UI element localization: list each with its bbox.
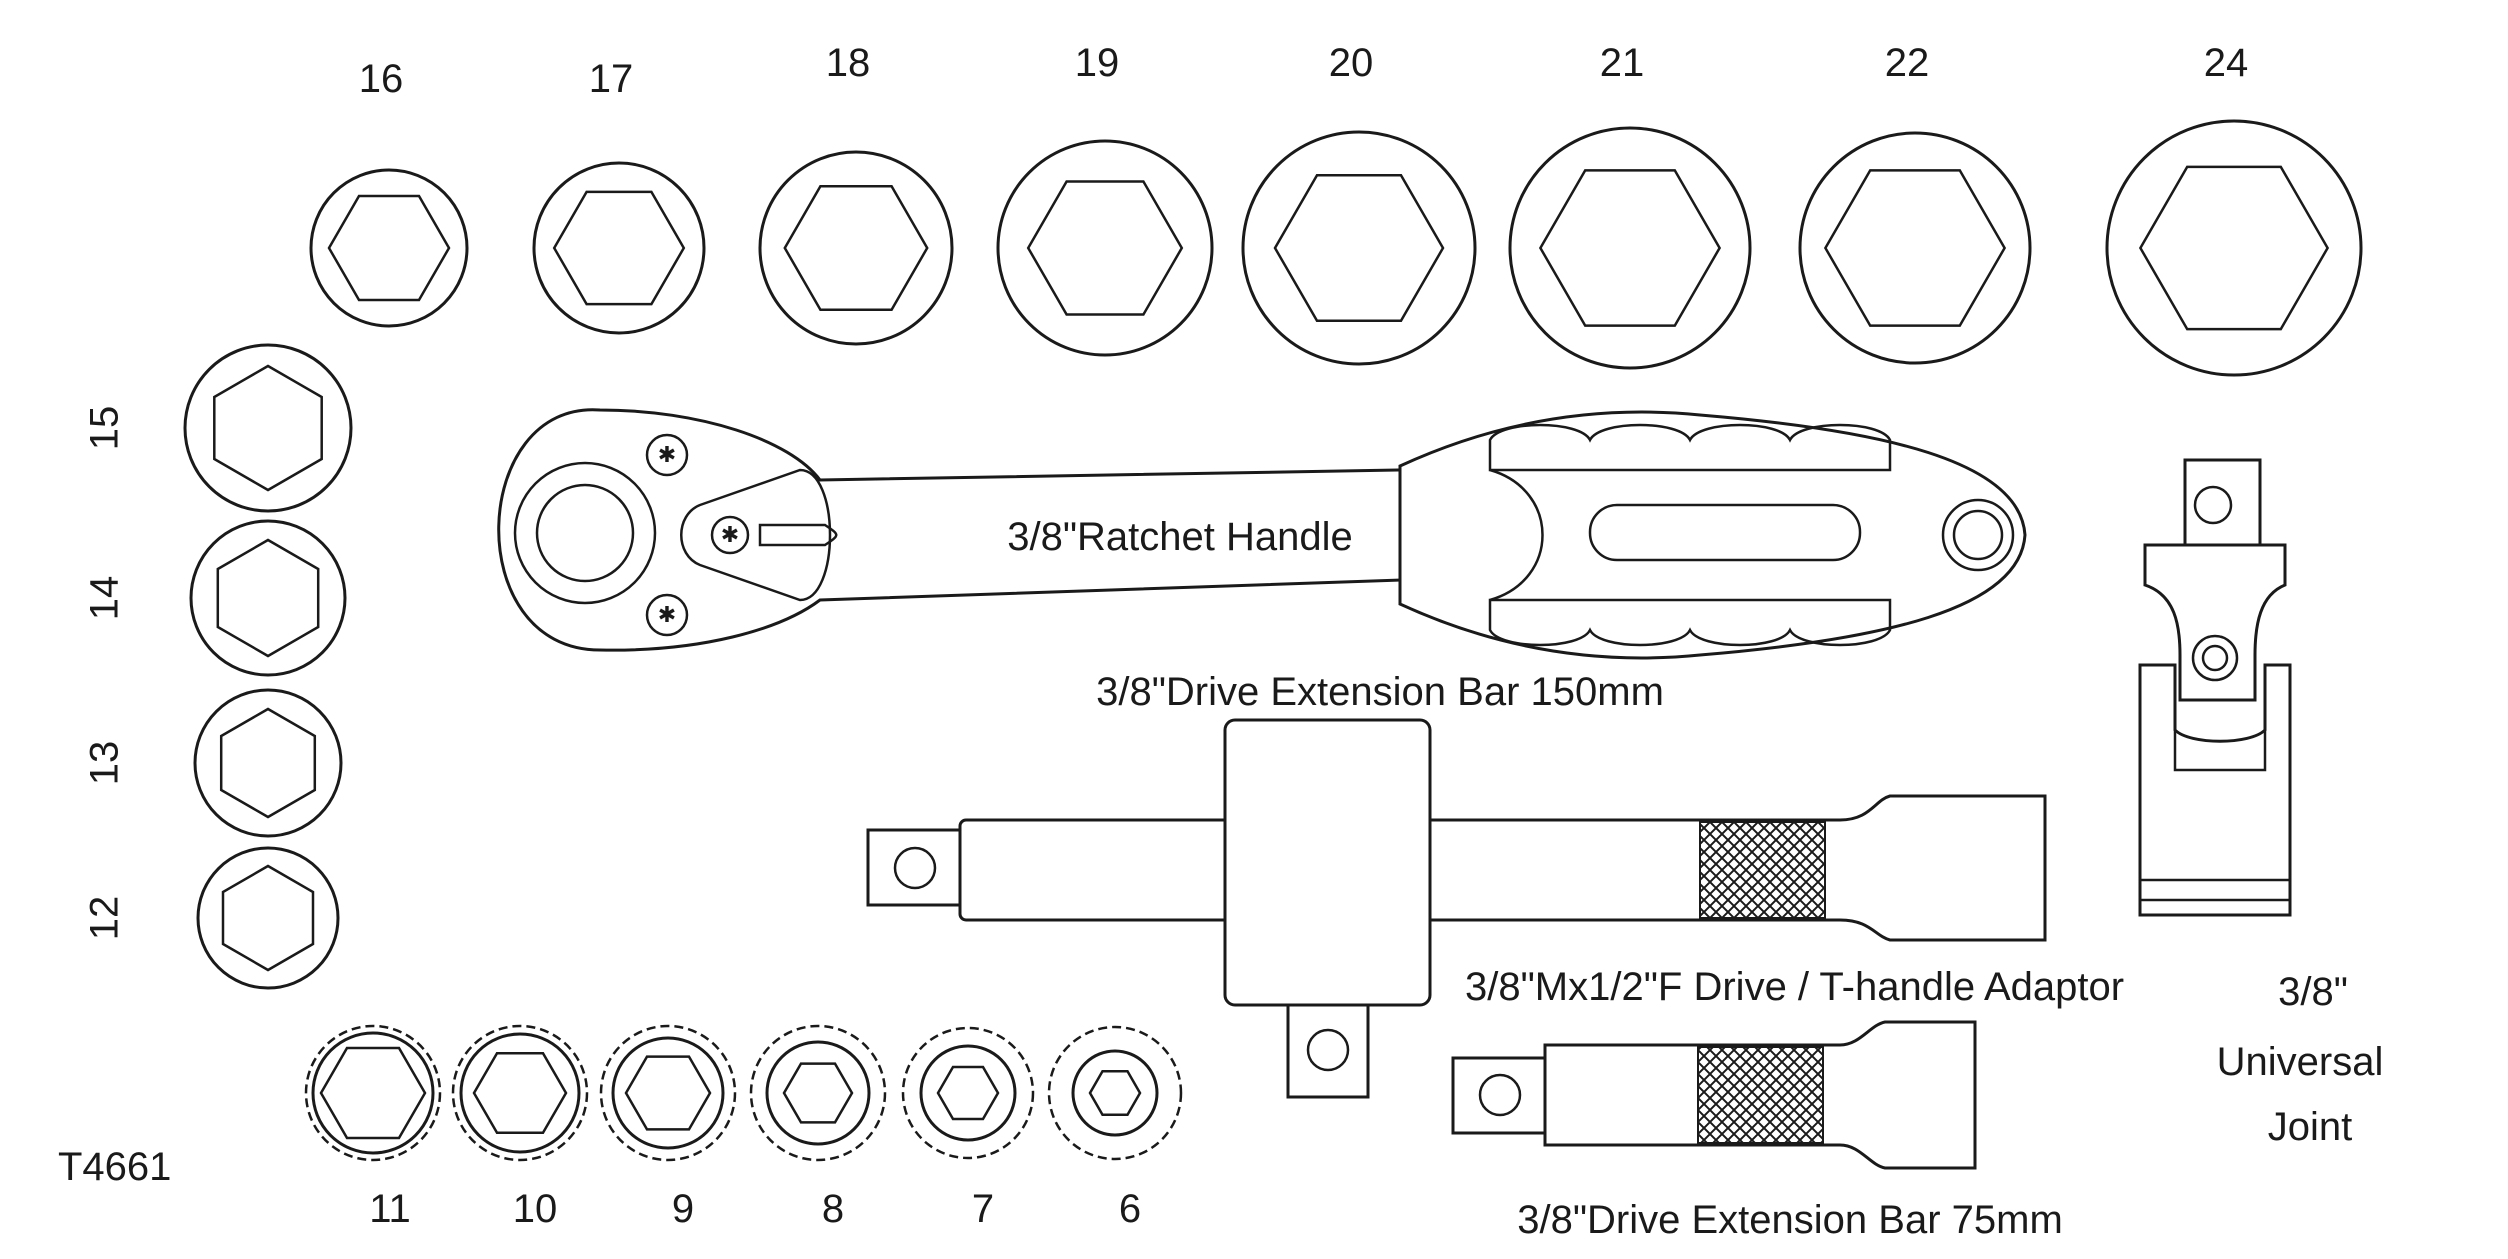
- socket-size-label: 15: [83, 406, 127, 451]
- socket-19: 19: [996, 41, 1214, 357]
- socket-size-label: 12: [83, 896, 127, 941]
- socket-size-label: 8: [822, 1187, 844, 1231]
- svg-text:✱: ✱: [658, 602, 676, 627]
- socket-16: 16: [309, 57, 469, 328]
- adaptor: [1223, 718, 1432, 1099]
- hex-opening: [219, 707, 317, 819]
- hex-opening: [213, 364, 323, 492]
- socket-8: 8: [749, 1024, 887, 1231]
- svg-text:✱: ✱: [658, 442, 676, 467]
- universal-joint: [2138, 458, 2292, 917]
- socket-body: [311, 1031, 435, 1155]
- hex-opening: [1026, 180, 1184, 316]
- socket-size-label: 22: [1885, 41, 1930, 85]
- socket-body: [196, 846, 340, 990]
- socket-15: 15: [83, 343, 353, 513]
- ratchet-handle: ✱ ✱ ✱: [497, 408, 2027, 660]
- hex-opening: [472, 1051, 568, 1135]
- socket-size-label: 9: [672, 1187, 694, 1231]
- socket-body: [1798, 131, 2032, 365]
- socket-13: 13: [83, 688, 343, 838]
- socket-size-label: 21: [1600, 41, 1645, 85]
- socket-9: 9: [599, 1024, 737, 1231]
- socket-size-label: 17: [589, 57, 634, 101]
- socket-7: 7: [901, 1026, 1035, 1231]
- socket-24: 24: [2105, 41, 2363, 377]
- svg-text:✱: ✱: [721, 522, 739, 547]
- socket-body: [2105, 119, 2363, 377]
- socket-body: [765, 1040, 871, 1146]
- socket-size-label: 11: [369, 1187, 411, 1231]
- socket-body: [189, 519, 347, 677]
- extension-150-label: 3/8"Drive Extension Bar 150mm: [1096, 670, 1664, 714]
- small-socket-row: 11 10 9 8 7 6: [304, 1024, 1183, 1231]
- socket-size-label: 16: [359, 57, 404, 101]
- hex-opening: [2138, 165, 2330, 331]
- socket-size-label: 24: [2204, 41, 2249, 85]
- hex-opening: [1823, 169, 2007, 327]
- socket-body: [611, 1036, 725, 1150]
- universal-joint-label-line3: Joint: [2268, 1105, 2353, 1149]
- hex-opening: [319, 1046, 427, 1140]
- socket-body: [459, 1032, 581, 1154]
- document-code: T4661: [58, 1145, 171, 1189]
- top-socket-row: 16 17 18 19 20 21 22 24: [309, 41, 2363, 377]
- socket-22: 22: [1798, 41, 2032, 365]
- hex-opening: [624, 1055, 712, 1131]
- socket-body: [1241, 130, 1477, 366]
- socket-body: [1071, 1049, 1159, 1137]
- adaptor-label: 3/8"Mx1/2"F Drive / T-handle Adaptor: [1465, 965, 2124, 1009]
- socket-size-label: 6: [1119, 1187, 1141, 1231]
- socket-body: [193, 688, 343, 838]
- socket-size-label: 10: [513, 1187, 558, 1231]
- hex-opening: [1273, 174, 1445, 322]
- socket-size-label: 20: [1329, 41, 1374, 85]
- extension-bar-150mm: [866, 794, 2047, 942]
- extension-75-label: 3/8"Drive Extension Bar 75mm: [1517, 1198, 2063, 1242]
- universal-joint-label-line1: 3/8": [2278, 970, 2348, 1014]
- socket-body: [996, 139, 1214, 357]
- hex-opening: [552, 190, 686, 306]
- hex-opening: [1088, 1070, 1142, 1116]
- hex-opening: [1538, 169, 1722, 327]
- ratchet-handle-label: 3/8"Ratchet Handle: [1007, 515, 1353, 559]
- socket-6: 6: [1047, 1025, 1183, 1231]
- socket-body: [1508, 126, 1752, 370]
- hex-opening: [936, 1065, 1000, 1121]
- hex-opening: [782, 1062, 854, 1124]
- socket-18: 18: [758, 41, 954, 346]
- socket-14: 14: [83, 519, 347, 677]
- hex-opening: [221, 864, 315, 972]
- socket-size-label: 18: [826, 41, 871, 85]
- hex-opening: [783, 185, 929, 311]
- socket-12: 12: [83, 846, 340, 990]
- socket-body: [532, 161, 706, 335]
- socket-17: 17: [532, 57, 706, 335]
- socket-21: 21: [1508, 41, 1752, 370]
- socket-size-label: 19: [1075, 41, 1120, 85]
- socket-11: 11: [304, 1024, 442, 1231]
- socket-body: [309, 168, 469, 328]
- universal-joint-label-line2: Universal: [2217, 1040, 2384, 1084]
- socket-size-label: 7: [972, 1187, 994, 1231]
- side-socket-column: 15 14 13 12: [83, 343, 353, 990]
- socket-body: [183, 343, 353, 513]
- socket-20: 20: [1241, 41, 1477, 366]
- socket-10: 10: [451, 1024, 589, 1231]
- extension-bar-75mm: [1451, 1020, 1977, 1170]
- socket-body: [919, 1044, 1017, 1142]
- hex-opening: [216, 538, 320, 658]
- socket-size-label: 14: [83, 576, 127, 621]
- hex-opening: [327, 194, 451, 302]
- socket-body: [758, 150, 954, 346]
- socket-size-label: 13: [83, 741, 127, 786]
